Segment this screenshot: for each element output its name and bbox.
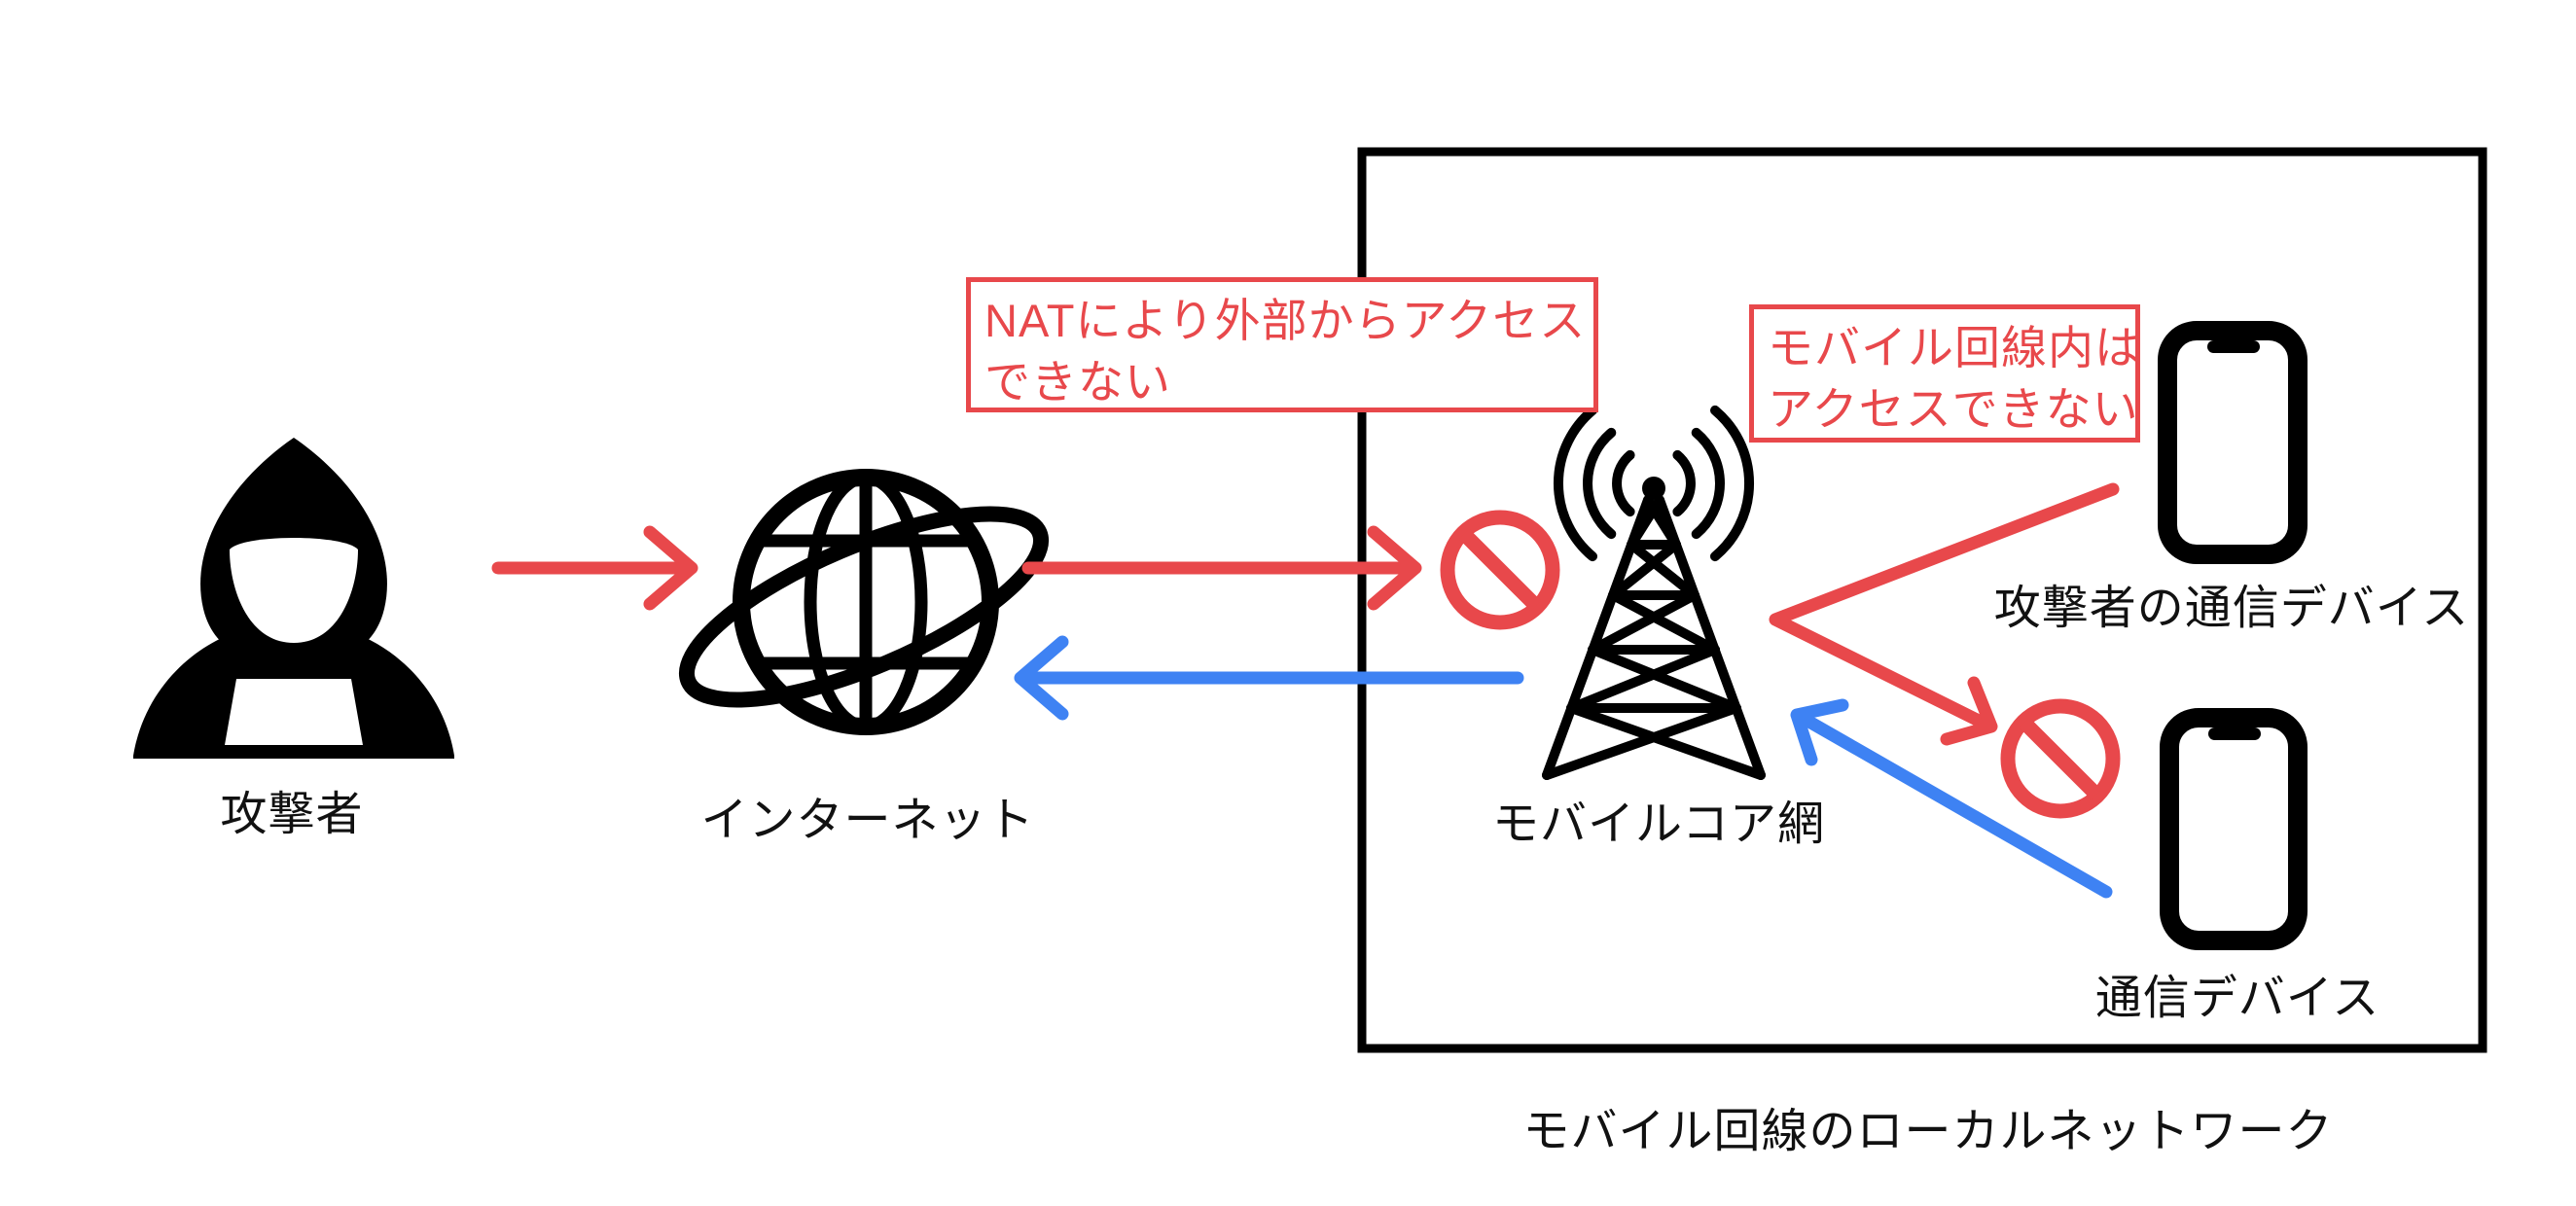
red-arrow-internet-to-core-blocked <box>1021 525 1422 611</box>
nat-callout-line1: NATにより外部からアクセス <box>984 295 1587 346</box>
no-entry-icon-nat <box>1440 510 1560 630</box>
blue-arrow-core-to-internet <box>1014 635 1524 721</box>
hacker-icon <box>133 438 454 759</box>
attacker-device-label: 攻撃者の通信デバイス <box>1993 583 2470 634</box>
red-arrow-attacker-device-blocked <box>1769 482 2120 746</box>
no-entry-icon-network <box>2000 698 2121 819</box>
device-phone-icon <box>2160 708 2308 950</box>
cell-tower-icon <box>1542 405 1766 780</box>
mobile-callout-line1: モバイル回線内は <box>1768 322 2141 373</box>
mobile-callout: モバイル回線内は アクセスできない <box>1749 304 2140 443</box>
device-label: 通信デバイス <box>2094 973 2380 1024</box>
internet-label: インターネット <box>700 795 1035 846</box>
nat-callout: NATにより外部からアクセス できない <box>966 277 1598 412</box>
blue-arrow-device-to-core <box>1790 698 2113 899</box>
attacker-phone-icon <box>2158 321 2308 564</box>
attacker-label: 攻撃者 <box>220 789 364 840</box>
mobile-callout-line2: アクセスできない <box>1768 383 2139 436</box>
local-network-label: モバイル回線のローカルネットワーク <box>1522 1106 2334 1157</box>
mobile-core-label: モバイルコア網 <box>1491 798 1826 850</box>
nat-callout-line2: できない <box>984 356 1171 408</box>
red-arrow-attacker-to-internet <box>491 525 698 611</box>
globe-icon <box>678 469 1050 735</box>
local-network-box <box>1357 147 2487 1053</box>
